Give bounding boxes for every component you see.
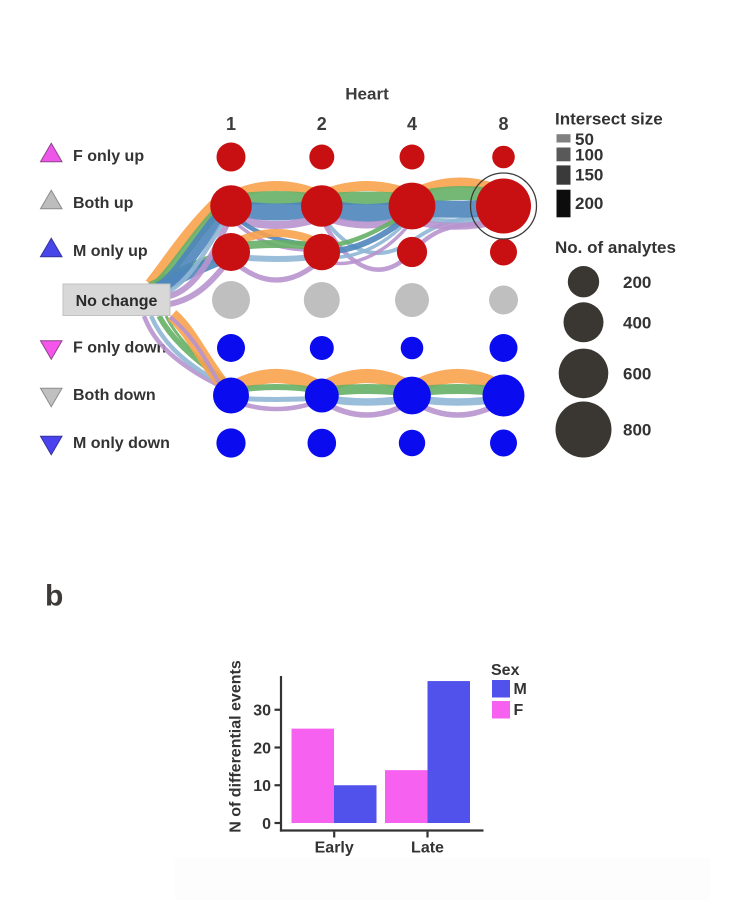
svg-text:Late: Late — [411, 839, 444, 856]
svg-text:F: F — [514, 702, 524, 719]
svg-text:F only down: F only down — [73, 340, 166, 357]
svg-text:Both up: Both up — [73, 195, 134, 212]
svg-text:1: 1 — [226, 114, 236, 134]
svg-text:800: 800 — [623, 421, 651, 440]
svg-text:8: 8 — [498, 114, 508, 134]
svg-text:Sex: Sex — [491, 662, 520, 679]
svg-text:No change: No change — [76, 293, 158, 310]
svg-text:Early: Early — [315, 839, 354, 856]
svg-text:10: 10 — [253, 778, 271, 795]
svg-text:0: 0 — [262, 816, 271, 833]
svg-text:30: 30 — [253, 703, 271, 720]
svg-text:No. of analytes: No. of analytes — [555, 238, 676, 257]
svg-text:Intersect size: Intersect size — [555, 110, 663, 129]
svg-text:Both down: Both down — [73, 387, 156, 404]
svg-text:b: b — [45, 580, 63, 613]
svg-text:50: 50 — [575, 130, 594, 149]
svg-text:200: 200 — [623, 273, 651, 292]
svg-text:600: 600 — [623, 365, 651, 384]
svg-text:Heart: Heart — [345, 85, 389, 104]
svg-text:100: 100 — [575, 146, 603, 165]
svg-text:N of differential events: N of differential events — [228, 660, 245, 833]
svg-text:400: 400 — [623, 314, 651, 333]
svg-text:150: 150 — [575, 166, 603, 185]
svg-text:F only up: F only up — [73, 148, 144, 165]
svg-text:4: 4 — [407, 114, 417, 134]
svg-text:2: 2 — [317, 114, 327, 134]
svg-text:M: M — [514, 681, 527, 698]
svg-text:200: 200 — [575, 194, 603, 213]
svg-text:20: 20 — [253, 740, 271, 757]
svg-text:M only down: M only down — [73, 435, 170, 452]
svg-text:M only up: M only up — [73, 243, 148, 260]
